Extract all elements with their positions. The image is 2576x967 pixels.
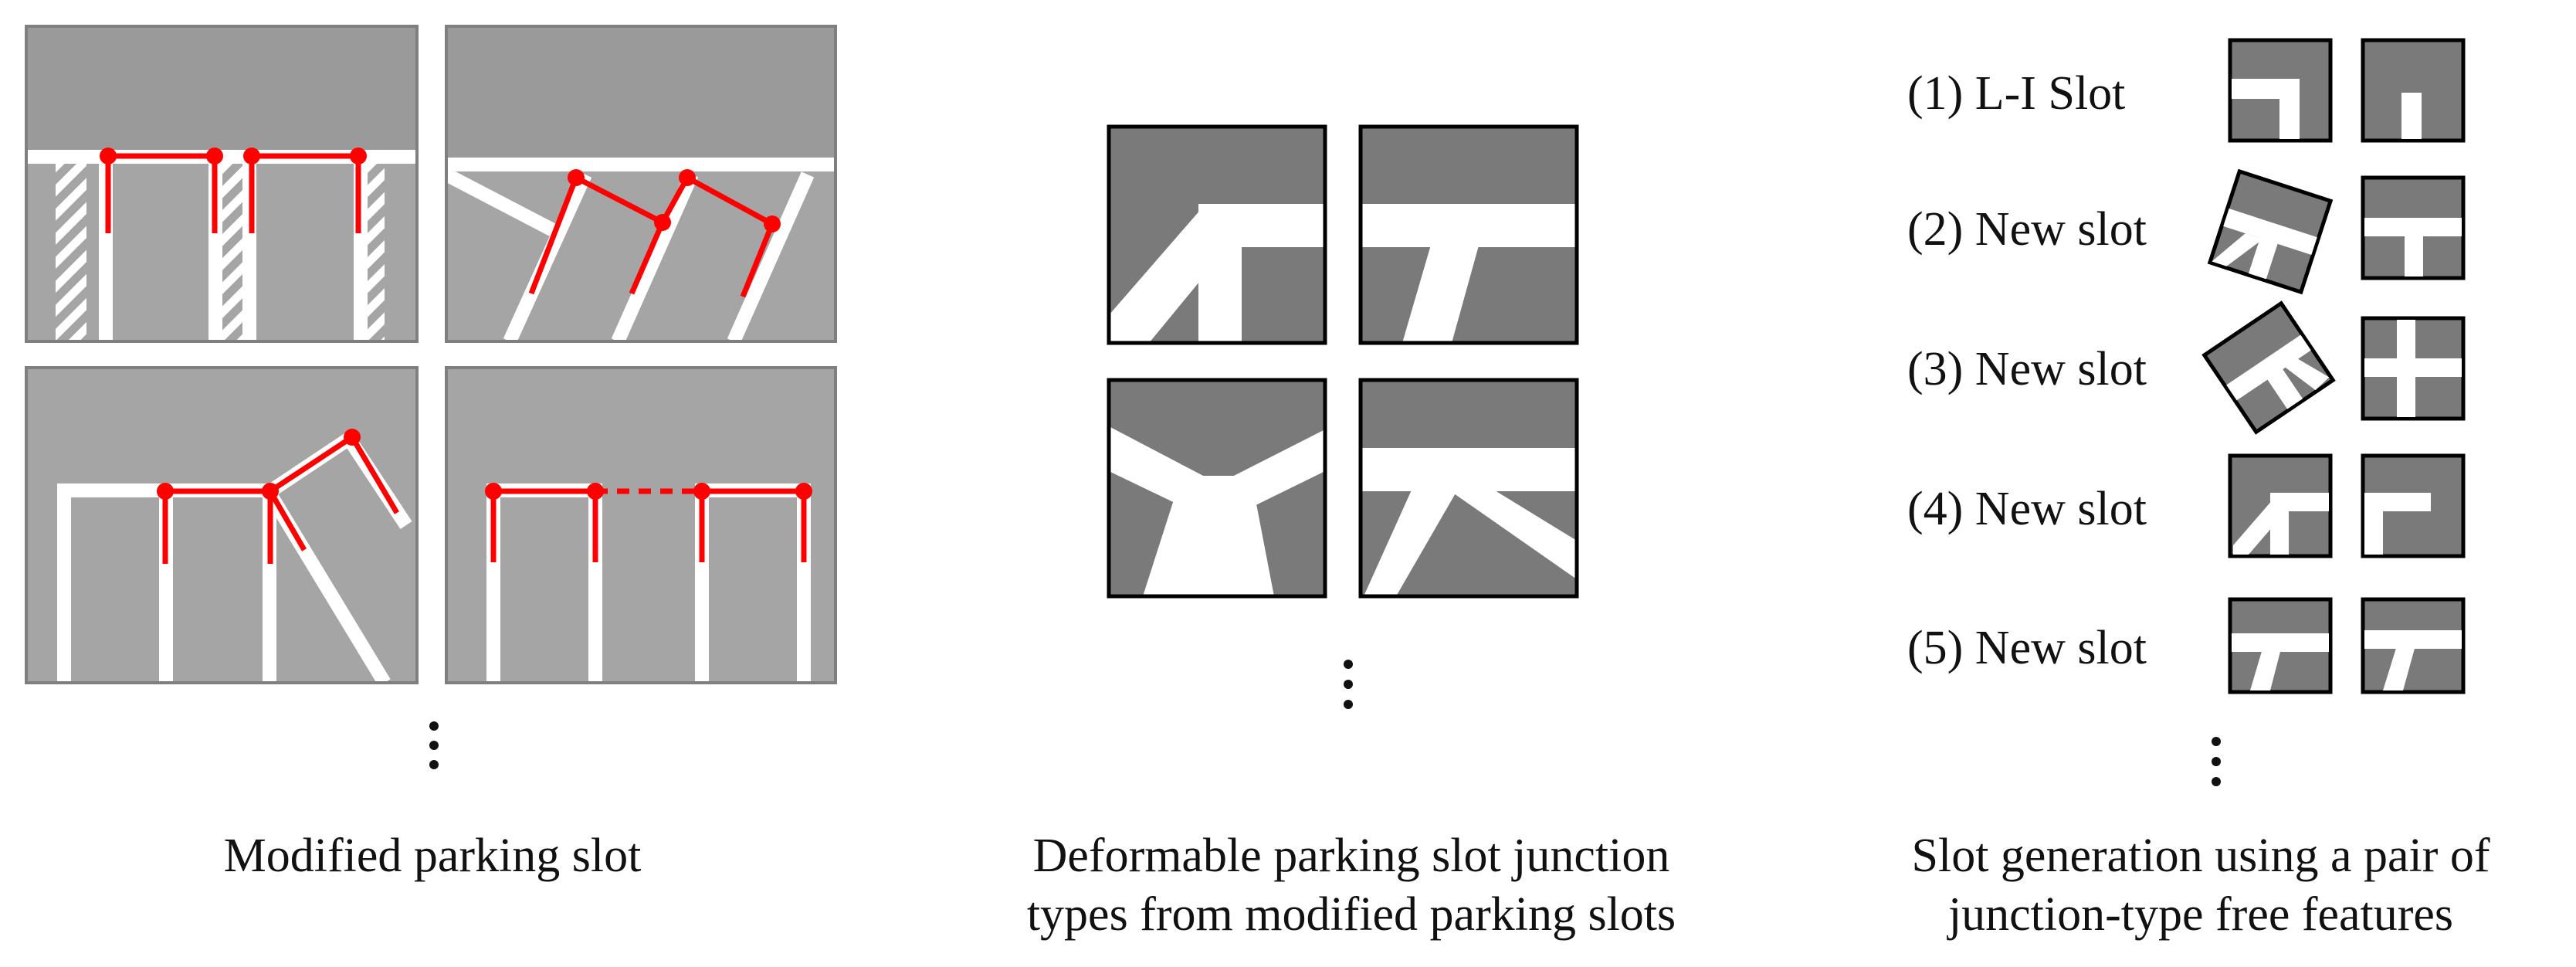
junction-tile-y	[1107, 378, 1327, 599]
caption-slot-generation: Slot generation using a pair of junction…	[1911, 830, 2490, 941]
junction-point	[100, 148, 117, 165]
caption-modified-parking-slot: Modified parking slot	[223, 830, 642, 882]
slot-label-3: (3) New slot	[1907, 343, 2147, 395]
slot-pair-1	[2228, 38, 2466, 143]
slot-label-4: (4) New slot	[1907, 483, 2147, 535]
slot-marking-line	[797, 484, 811, 683]
scene-dashed-connection	[446, 368, 836, 683]
junction-markers	[528, 174, 776, 298]
junction-tile-k	[1358, 378, 1579, 599]
junction-point	[764, 215, 781, 232]
caption-deformable-junction-types: Deformable parking slot junction types f…	[1026, 830, 1676, 941]
junction-point	[587, 483, 604, 500]
slot-marking-line	[727, 171, 815, 341]
junction-point	[654, 214, 671, 231]
junction-point	[243, 148, 260, 165]
slot-marking-line	[695, 484, 709, 683]
junction-point	[485, 483, 502, 500]
slot-marking-line	[57, 484, 71, 683]
junction-point	[795, 483, 812, 500]
junction-point	[679, 169, 696, 186]
junction-tile-oblique-t	[1358, 124, 1579, 345]
scene-slanted-slots	[446, 26, 836, 341]
slot-marking-line	[486, 484, 500, 683]
deformable-junction-panel	[1107, 124, 1579, 599]
slot-pair-3	[2201, 300, 2466, 435]
slot-label-2: (2) New slot	[1907, 203, 2147, 256]
slot-marking-line	[446, 158, 836, 171]
slot-label-1: (1) L-I Slot	[1907, 67, 2126, 120]
continuation-dots	[429, 660, 2221, 786]
slot-label-5: (5) New slot	[1907, 622, 2147, 674]
slot-generation-panel	[2201, 38, 2466, 694]
junction-point	[350, 148, 367, 165]
junction-markers	[490, 488, 807, 562]
hatched-divider	[56, 164, 86, 341]
junction-point	[568, 169, 585, 186]
slot-marking-line	[446, 168, 560, 238]
junction-tile-slanted-t	[1107, 124, 1327, 345]
slot-marking-line	[611, 171, 699, 341]
slot-marking-line	[588, 484, 602, 683]
scene-bent-slot	[26, 368, 417, 683]
slot-pair-2	[2207, 168, 2466, 295]
junction-point	[206, 148, 223, 165]
junction-point	[693, 483, 710, 500]
junction-point	[157, 483, 174, 500]
slot-pair-4	[2228, 453, 2466, 558]
junction-point	[262, 483, 279, 500]
scene-perpendicular-hatched	[26, 26, 417, 341]
slot-pair-5	[2228, 597, 2466, 694]
junction-point	[344, 429, 361, 446]
modified-parking-slot-panel	[25, 25, 837, 684]
